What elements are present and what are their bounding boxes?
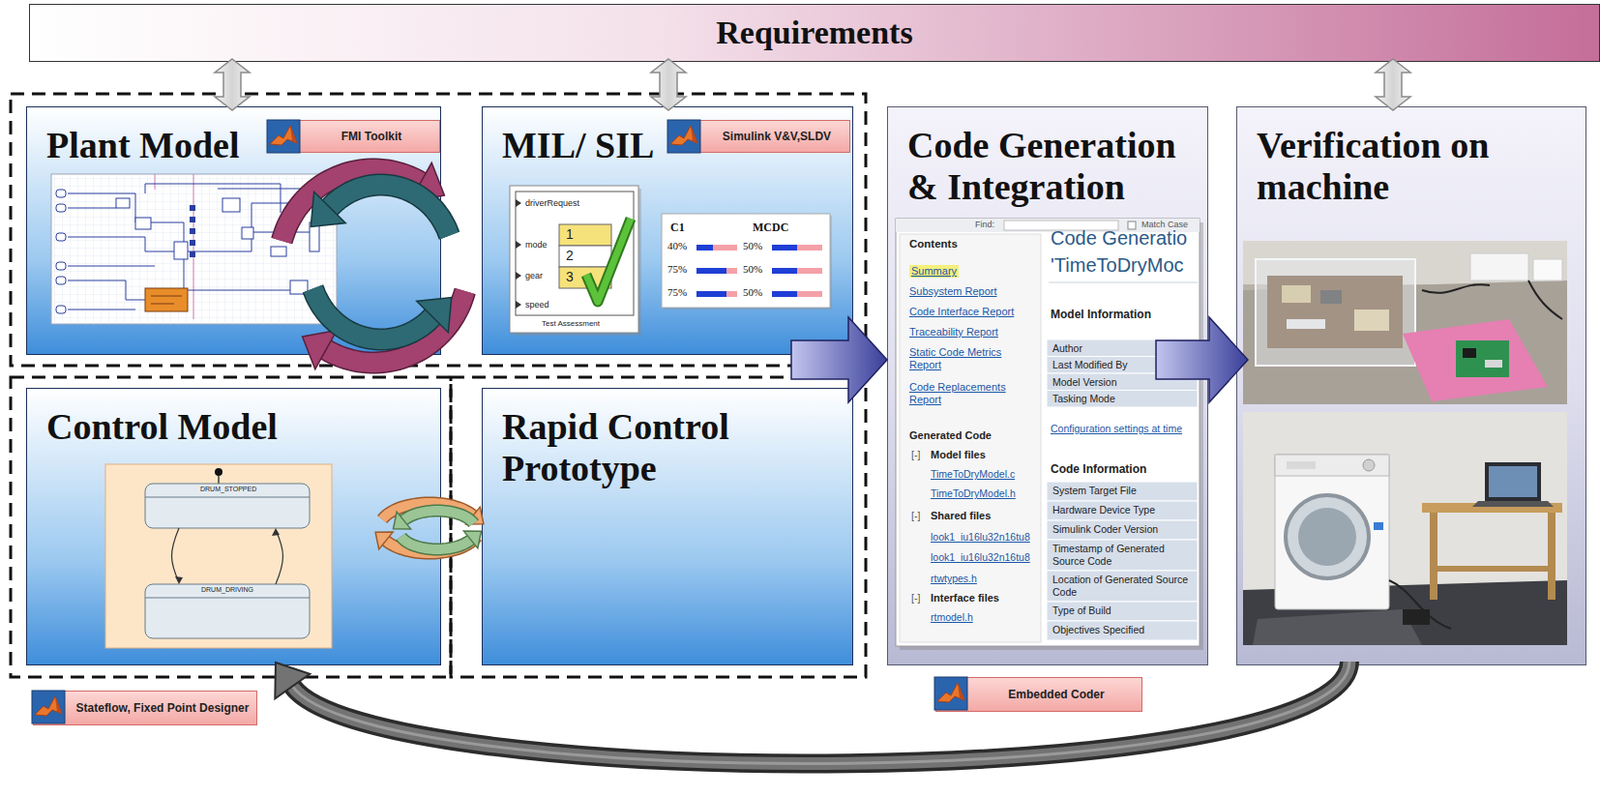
- ui-text: Tasking Mode: [1052, 392, 1116, 406]
- ui-text: Type of Build: [1052, 604, 1112, 618]
- ui-text: Find:: [975, 219, 995, 231]
- connector: [651, 59, 686, 111]
- ui-text: Simulink Coder Version: [1052, 523, 1158, 536]
- ui-text: [-]: [911, 509, 920, 523]
- connector: [791, 317, 888, 403]
- report-heading: Interface files: [930, 592, 1000, 605]
- report-link: Configuration settings at time: [1050, 422, 1183, 436]
- coverage-text: 50%: [742, 263, 763, 276]
- connector: [214, 59, 250, 111]
- report-link: rtwtypes.h: [930, 572, 978, 586]
- tool-badge: FMI Toolkit: [267, 119, 441, 153]
- ui-text: mode: [525, 239, 548, 251]
- report-link: Subsystem Report: [909, 285, 997, 298]
- coverage-header: MCDC: [752, 220, 789, 235]
- stage-title: Code Generation & Integration: [907, 124, 1188, 208]
- ui-text: Test Assessment: [541, 319, 600, 329]
- stage-title: Control Model: [46, 406, 421, 448]
- washing-machine-photo: [1243, 412, 1568, 646]
- coverage-text: 50%: [742, 286, 763, 299]
- report-title: 'TimeToDryMoc: [1050, 253, 1185, 277]
- report-title: Code Generatio: [1050, 226, 1187, 250]
- tool-badge: Simulink V&V,SLDV: [668, 119, 851, 153]
- report-heading: Model Information: [1050, 307, 1152, 322]
- stateflow-chart: [105, 464, 332, 649]
- stage-box: Rapid Control Prototype: [481, 387, 854, 666]
- report-heading: Model files: [930, 448, 986, 462]
- ui-text: Model Version: [1052, 376, 1118, 389]
- tool-name: Embedded Coder: [1007, 687, 1104, 702]
- connector: [274, 661, 1350, 764]
- report-link: Code Replacements Report: [909, 381, 1018, 407]
- hardware-photo: [1243, 240, 1568, 405]
- coverage-text: 75%: [667, 263, 687, 276]
- ui-text: Timestamp of Generated Source Code: [1052, 542, 1196, 567]
- coverage-header: C1: [670, 220, 685, 235]
- report-heading: Contents: [909, 237, 958, 252]
- ui-text: Location of Generated Source Code: [1052, 573, 1196, 598]
- tool-name: FMI Toolkit: [341, 129, 402, 144]
- ui-text: [-]: [911, 592, 920, 605]
- ui-text: gear: [525, 270, 543, 282]
- stage-title: Requirements: [715, 14, 913, 52]
- ui-text: 2: [565, 247, 574, 265]
- code-report-screenshot: [895, 218, 1204, 651]
- coverage-text: 40%: [667, 239, 687, 253]
- stage-title: Verification on machine: [1256, 124, 1547, 208]
- ui-text: Author: [1052, 342, 1083, 356]
- report-link: look1_iu16lu32n16tu8: [930, 531, 1031, 544]
- coverage-text: 50%: [742, 239, 763, 253]
- report-heading: Shared files: [930, 509, 991, 523]
- report-heading: Code Information: [1050, 462, 1147, 476]
- ui-text: DRUM_STOPPED: [200, 485, 257, 494]
- report-link: TimeToDryModel.h: [930, 487, 1016, 501]
- ui-text: Hardware Device Type: [1052, 503, 1156, 517]
- tool-badge: Stateflow, Fixed Point Designer: [32, 690, 258, 726]
- report-link: Summary: [909, 265, 959, 278]
- requirements-band: Requirements: [29, 3, 1600, 62]
- matlab-logo: [30, 689, 66, 725]
- report-link: Traceability Report: [909, 325, 999, 339]
- connector: [375, 503, 484, 554]
- ui-text: 1: [565, 226, 574, 243]
- coverage-text: 75%: [667, 286, 687, 299]
- connector: [1375, 59, 1411, 111]
- report-link: Static Code Metrics Report: [909, 346, 1018, 372]
- tool-name: Stateflow, Fixed Point Designer: [76, 701, 250, 715]
- report-link: Code Interface Report: [909, 305, 1014, 319]
- ui-text: DRUM_DRIVING: [201, 586, 254, 594]
- report-link: look1_iu16lu32n16tu8: [930, 551, 1031, 564]
- group-bracket: [10, 93, 866, 678]
- matlab-logo: [266, 118, 301, 154]
- test-assessment-screenshot: [509, 185, 642, 336]
- report-link: TimeToDryModel.c: [930, 468, 1015, 481]
- ui-text: driverRequest: [525, 198, 580, 209]
- ui-text: System Target File: [1052, 484, 1137, 498]
- ui-text: speed: [525, 299, 550, 311]
- report-heading: Generated Code: [909, 429, 992, 443]
- tool-name: Simulink V&V,SLDV: [722, 129, 831, 144]
- connector: [1155, 317, 1248, 403]
- matlab-logo: [666, 118, 702, 154]
- tool-badge: Embedded Coder: [935, 677, 1143, 712]
- matlab-logo: [933, 676, 969, 712]
- coverage-table: [661, 213, 832, 310]
- stage-title: Rapid Control Prototype: [502, 406, 793, 489]
- ui-text: Last Modified By: [1052, 358, 1128, 372]
- ui-text: Objectives Specified: [1052, 623, 1145, 637]
- connector: [281, 162, 465, 369]
- report-link: rtmodel.h: [930, 611, 974, 624]
- ui-text: 3: [565, 268, 574, 286]
- ui-text: [-]: [911, 448, 920, 462]
